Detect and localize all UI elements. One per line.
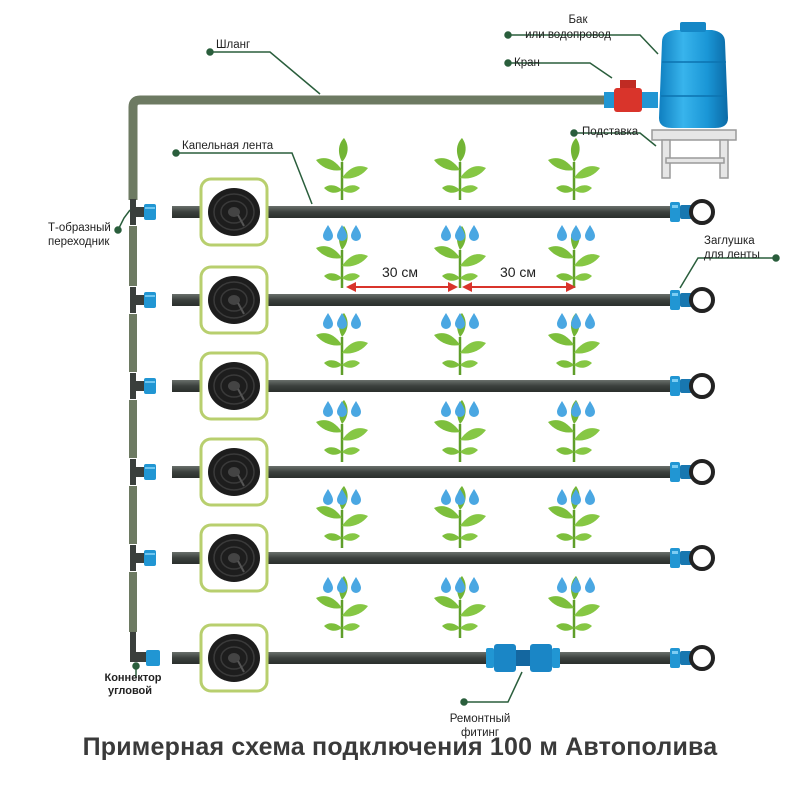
water-drop-icon: [557, 225, 595, 241]
water-drop-icon: [441, 489, 479, 505]
corner-connector-icon: [130, 632, 160, 666]
corner-connector-label-line1: Коннектор: [104, 672, 161, 684]
drip-line-5: [130, 523, 715, 593]
tee-label-line1: Т-образный: [48, 222, 111, 234]
main-hose: [128, 95, 612, 200]
drip-tape-label: Капельная лента: [182, 140, 274, 152]
seedling-icon: [314, 136, 370, 202]
tee-label-line2: переходник: [48, 236, 110, 248]
diagram-caption: Примерная схема подключения 100 м Автопо…: [82, 733, 718, 761]
valve-label: Кран: [514, 57, 540, 69]
distance-arrows: [346, 282, 576, 292]
water-drop-icon: [557, 401, 595, 417]
water-drop-icon: [441, 577, 479, 593]
water-drop-icon: [323, 313, 361, 329]
water-drop-icon: [557, 577, 595, 593]
drip-line-6: [172, 623, 715, 693]
repair-fitting-label-line2: фитинг: [461, 727, 499, 739]
stand-label: Подставка: [582, 126, 639, 138]
water-drop-icon: [323, 225, 361, 241]
water-tank-icon: [659, 22, 728, 128]
plug-label-line1: Заглушка: [704, 235, 755, 247]
repair-fitting-label-line1: Ремонтный: [450, 713, 511, 725]
water-drop-icon: [323, 577, 361, 593]
water-drop-icon: [557, 489, 595, 505]
distance-label-right: 30 см: [500, 264, 536, 280]
water-drop-icon: [323, 489, 361, 505]
tank-label-line2: или водопровод: [525, 29, 611, 41]
drip-line-2: [130, 265, 715, 335]
tank-label-line1: Бак: [569, 14, 589, 26]
repair-fitting-icon: [486, 644, 560, 672]
plug-label-line2: для ленты: [704, 249, 760, 261]
hose-label: Шланг: [216, 39, 250, 51]
distance-label-left: 30 см: [382, 264, 418, 280]
seedling-icon: [546, 136, 602, 202]
water-drop-icon: [441, 225, 479, 241]
water-drop-icon: [441, 313, 479, 329]
valve-icon: [604, 80, 658, 112]
water-drop-icon: [441, 401, 479, 417]
leader-lines: [114, 31, 780, 706]
seedling-icon: [432, 136, 488, 202]
drip-line-4: [130, 437, 715, 507]
tank-stand: [651, 129, 737, 179]
water-drop-icon: [323, 401, 361, 417]
drip-line-1: [130, 177, 715, 247]
drip-line-3: [130, 351, 715, 421]
water-drop-icon: [557, 313, 595, 329]
corner-connector-label-line2: угловой: [108, 685, 152, 697]
